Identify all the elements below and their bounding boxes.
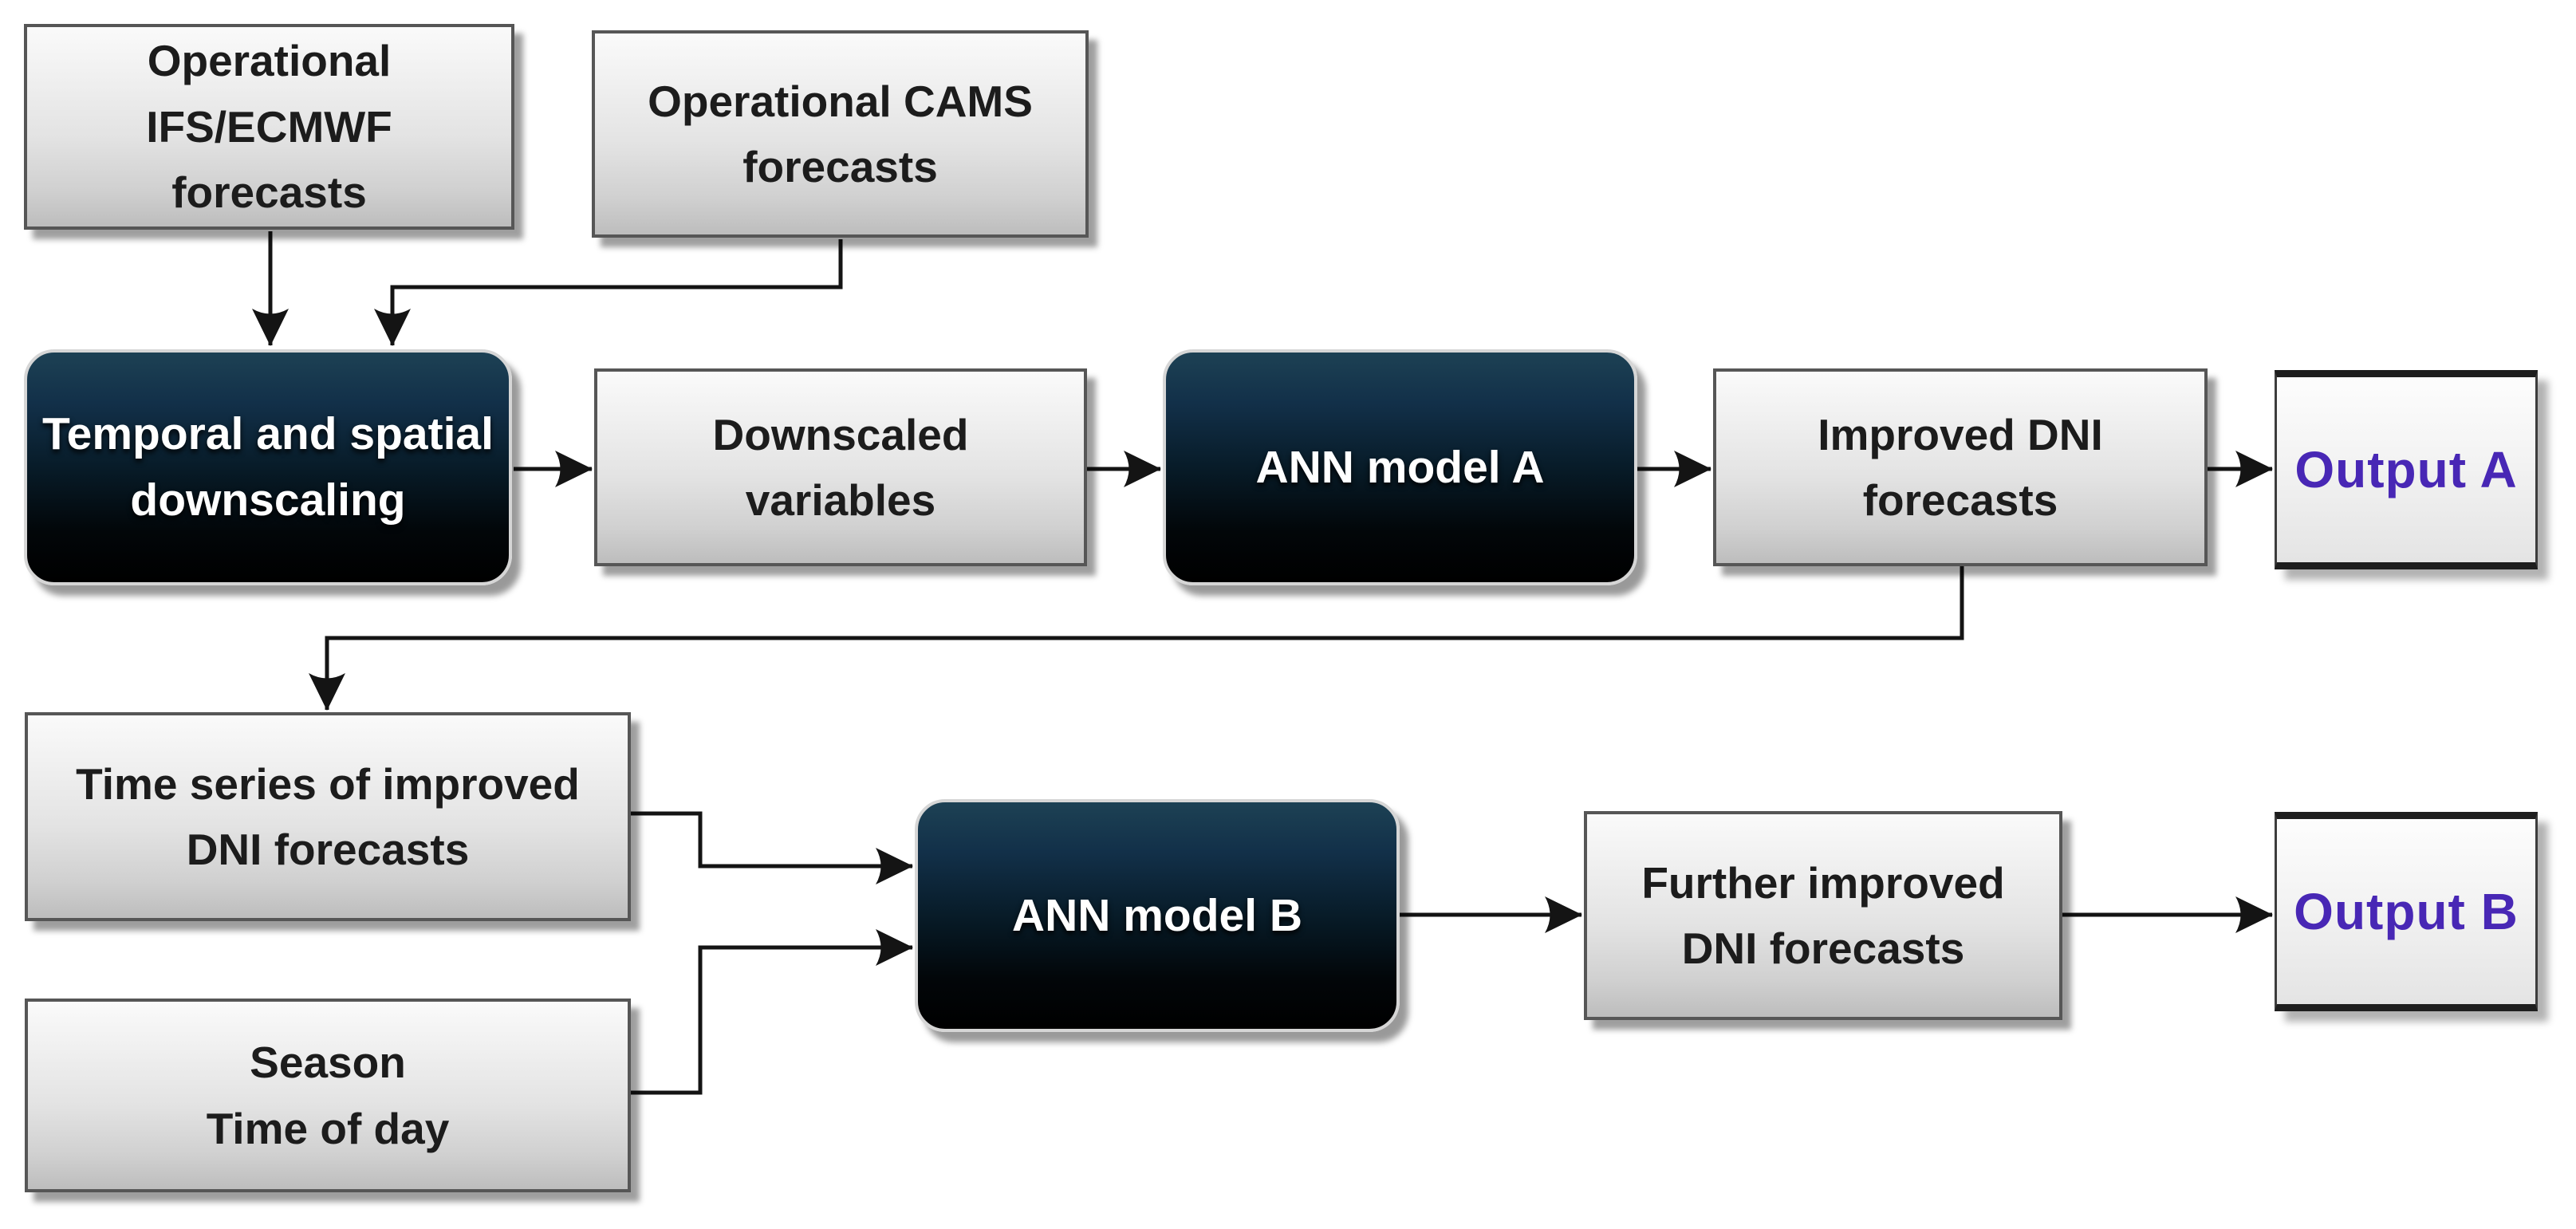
node-label-line: forecasts xyxy=(1862,475,2058,525)
node-season-time-of-day: Season Time of day xyxy=(25,999,631,1192)
node-output-b: Output B xyxy=(2275,812,2538,1011)
node-label-line: ANN model B xyxy=(1011,889,1303,941)
node-time-series-improved-dni-forecasts: Time series of improved DNI forecasts xyxy=(25,712,631,921)
node-label-line: Output B xyxy=(2294,883,2519,940)
edge-season-to-ann-b-arrow xyxy=(631,929,913,1095)
node-ann-model-a: ANN model A xyxy=(1163,349,1637,585)
node-label-line: Temporal and spatial xyxy=(42,408,494,460)
node-label-line: forecasts xyxy=(742,142,938,191)
node-label-line: Time of day xyxy=(206,1103,450,1153)
node-label-line: Season xyxy=(250,1038,406,1087)
edge-improved-to-timeseries-arrow xyxy=(309,566,1964,711)
node-label-line: Improved DNI xyxy=(1818,409,2103,459)
node-label-line: Further improved xyxy=(1641,857,2005,908)
node-label-line: Operational xyxy=(147,36,392,86)
node-label-line: Downscaled xyxy=(712,409,969,459)
edge-cams-to-downscaling-arrow xyxy=(374,239,843,346)
node-ann-model-b: ANN model B xyxy=(915,799,1400,1032)
node-temporal-spatial-downscaling: Temporal and spatial downscaling xyxy=(24,349,512,585)
node-improved-dni-forecasts: Improved DNI forecasts xyxy=(1713,368,2208,566)
node-label-line: Operational CAMS xyxy=(648,76,1033,126)
node-label-line: downscaling xyxy=(130,475,406,526)
node-label-line: DNI forecasts xyxy=(1681,924,1965,973)
node-operational-ifs-ecmwf-forecasts: Operational IFS/ECMWF forecasts xyxy=(24,24,514,230)
node-output-a: Output A xyxy=(2275,370,2538,569)
node-label-line: Output A xyxy=(2294,441,2518,498)
node-label-line: IFS/ECMWF xyxy=(146,101,392,152)
node-label-line: forecasts xyxy=(171,167,367,218)
node-label-line: Time series of improved xyxy=(76,758,580,809)
node-label-line: ANN model A xyxy=(1255,441,1545,493)
node-label-line: variables xyxy=(745,475,936,525)
node-further-improved-dni-forecasts: Further improved DNI forecasts xyxy=(1584,811,2062,1020)
node-label-line: DNI forecasts xyxy=(186,825,470,874)
node-operational-cams-forecasts: Operational CAMS forecasts xyxy=(592,30,1089,238)
node-downscaled-variables: Downscaled variables xyxy=(594,368,1087,566)
edge-timeseries-to-ann-b-arrow xyxy=(631,811,913,884)
